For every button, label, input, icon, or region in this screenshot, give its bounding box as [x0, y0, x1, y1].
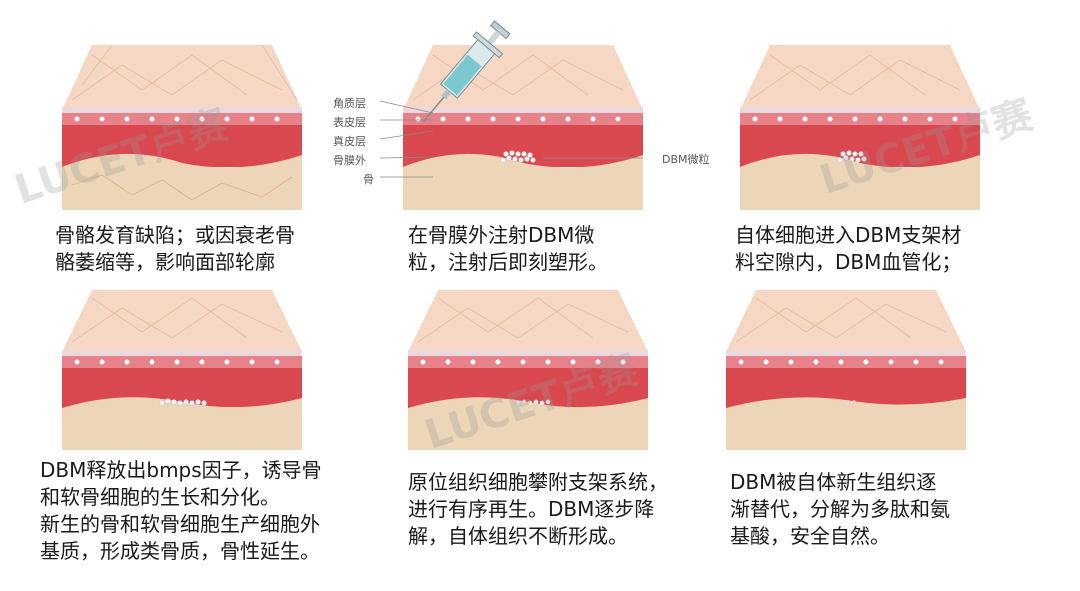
caption-step-5: 原位组织细胞攀附支架系统， 进行有序再生。DBM逐步降 解，自体组织不断形成。 — [408, 469, 728, 550]
panel-5-skin-diagram — [408, 290, 648, 450]
label-dbm: DBM微粒 — [662, 151, 710, 167]
panel-4-skin-diagram — [62, 290, 302, 450]
label-dermis: 真皮层 — [333, 133, 366, 149]
panel-3-skin-diagram — [740, 45, 980, 210]
skin-cross-section-3 — [740, 45, 980, 210]
caption-step-6: DBM被自体新生组织逐 渐替代，分解为多肽和氨 基酸，安全自然。 — [730, 469, 1040, 550]
skin-cross-section-4 — [62, 290, 302, 450]
label-periosteum: 骨膜外 — [333, 152, 366, 168]
panel-1-skin-diagram — [62, 45, 302, 210]
label-leader-lines — [375, 95, 435, 185]
label-bone: 骨 — [363, 171, 374, 187]
caption-step-4: DBM释放出bmps因子，诱导骨 和软骨细胞的生长和分化。 新生的骨和软骨细胞生… — [40, 457, 390, 565]
skin-cross-section-6 — [726, 290, 966, 450]
label-cornified: 角质层 — [333, 95, 366, 111]
label-epidermis: 表皮层 — [333, 114, 366, 130]
caption-step-2: 在骨膜外注射DBM微 粒，注射后即刻塑形。 — [408, 222, 698, 276]
panel-6-skin-diagram — [726, 290, 966, 450]
caption-step-1: 骨骼发育缺陷；或因衰老骨 骼萎缩等，影响面部轮廓 — [55, 222, 355, 276]
caption-step-3: 自体细胞进入DBM支架材 料空隙内，DBM血管化； — [735, 222, 1045, 276]
skin-cross-section-1 — [62, 45, 302, 210]
skin-cross-section-5 — [408, 290, 648, 450]
